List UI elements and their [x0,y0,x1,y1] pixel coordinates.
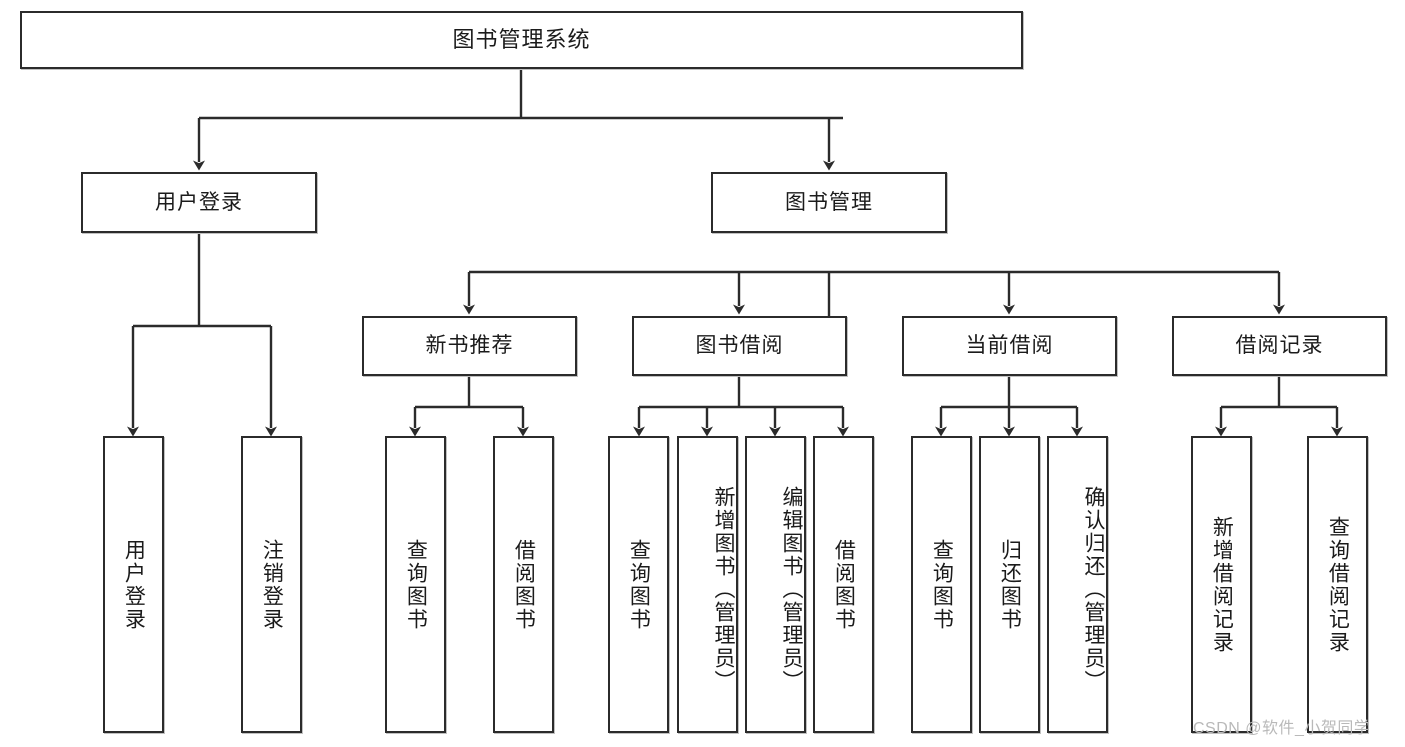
node-borrowing-record[interactable]: 借阅记录 [1172,316,1387,376]
leaf-add-book-admin[interactable]: 新增图书（管理员） [677,436,738,733]
leaf-query-book-current[interactable]: 查询图书 [911,436,972,733]
leaf-confirm-return-admin[interactable]: 确认归还（管理员） [1047,436,1108,733]
leaf-borrow-book-recommendation[interactable]: 借阅图书 [493,436,554,733]
csdn-watermark: CSDN @软件_小贺同学 [1193,720,1371,737]
node-current-borrowing[interactable]: 当前借阅 [902,316,1117,376]
leaf-borrow-book-borrowing[interactable]: 借阅图书 [813,436,874,733]
leaf-query-book-borrowing[interactable]: 查询图书 [608,436,669,733]
leaf-logout[interactable]: 注销登录 [241,436,302,733]
leaf-edit-book-admin[interactable]: 编辑图书（管理员） [745,436,806,733]
node-user-login[interactable]: 用户登录 [81,172,317,233]
node-root-system[interactable]: 图书管理系统 [20,11,1023,69]
leaf-query-book-recommendation[interactable]: 查询图书 [385,436,446,733]
node-book-borrowing[interactable]: 图书借阅 [632,316,847,376]
leaf-query-borrow-record[interactable]: 查询借阅记录 [1307,436,1368,733]
node-book-management[interactable]: 图书管理 [711,172,947,233]
leaf-add-borrow-record[interactable]: 新增借阅记录 [1191,436,1252,733]
leaf-return-book[interactable]: 归还图书 [979,436,1040,733]
leaf-user-login[interactable]: 用户登录 [103,436,164,733]
node-new-book-recommendation[interactable]: 新书推荐 [362,316,577,376]
